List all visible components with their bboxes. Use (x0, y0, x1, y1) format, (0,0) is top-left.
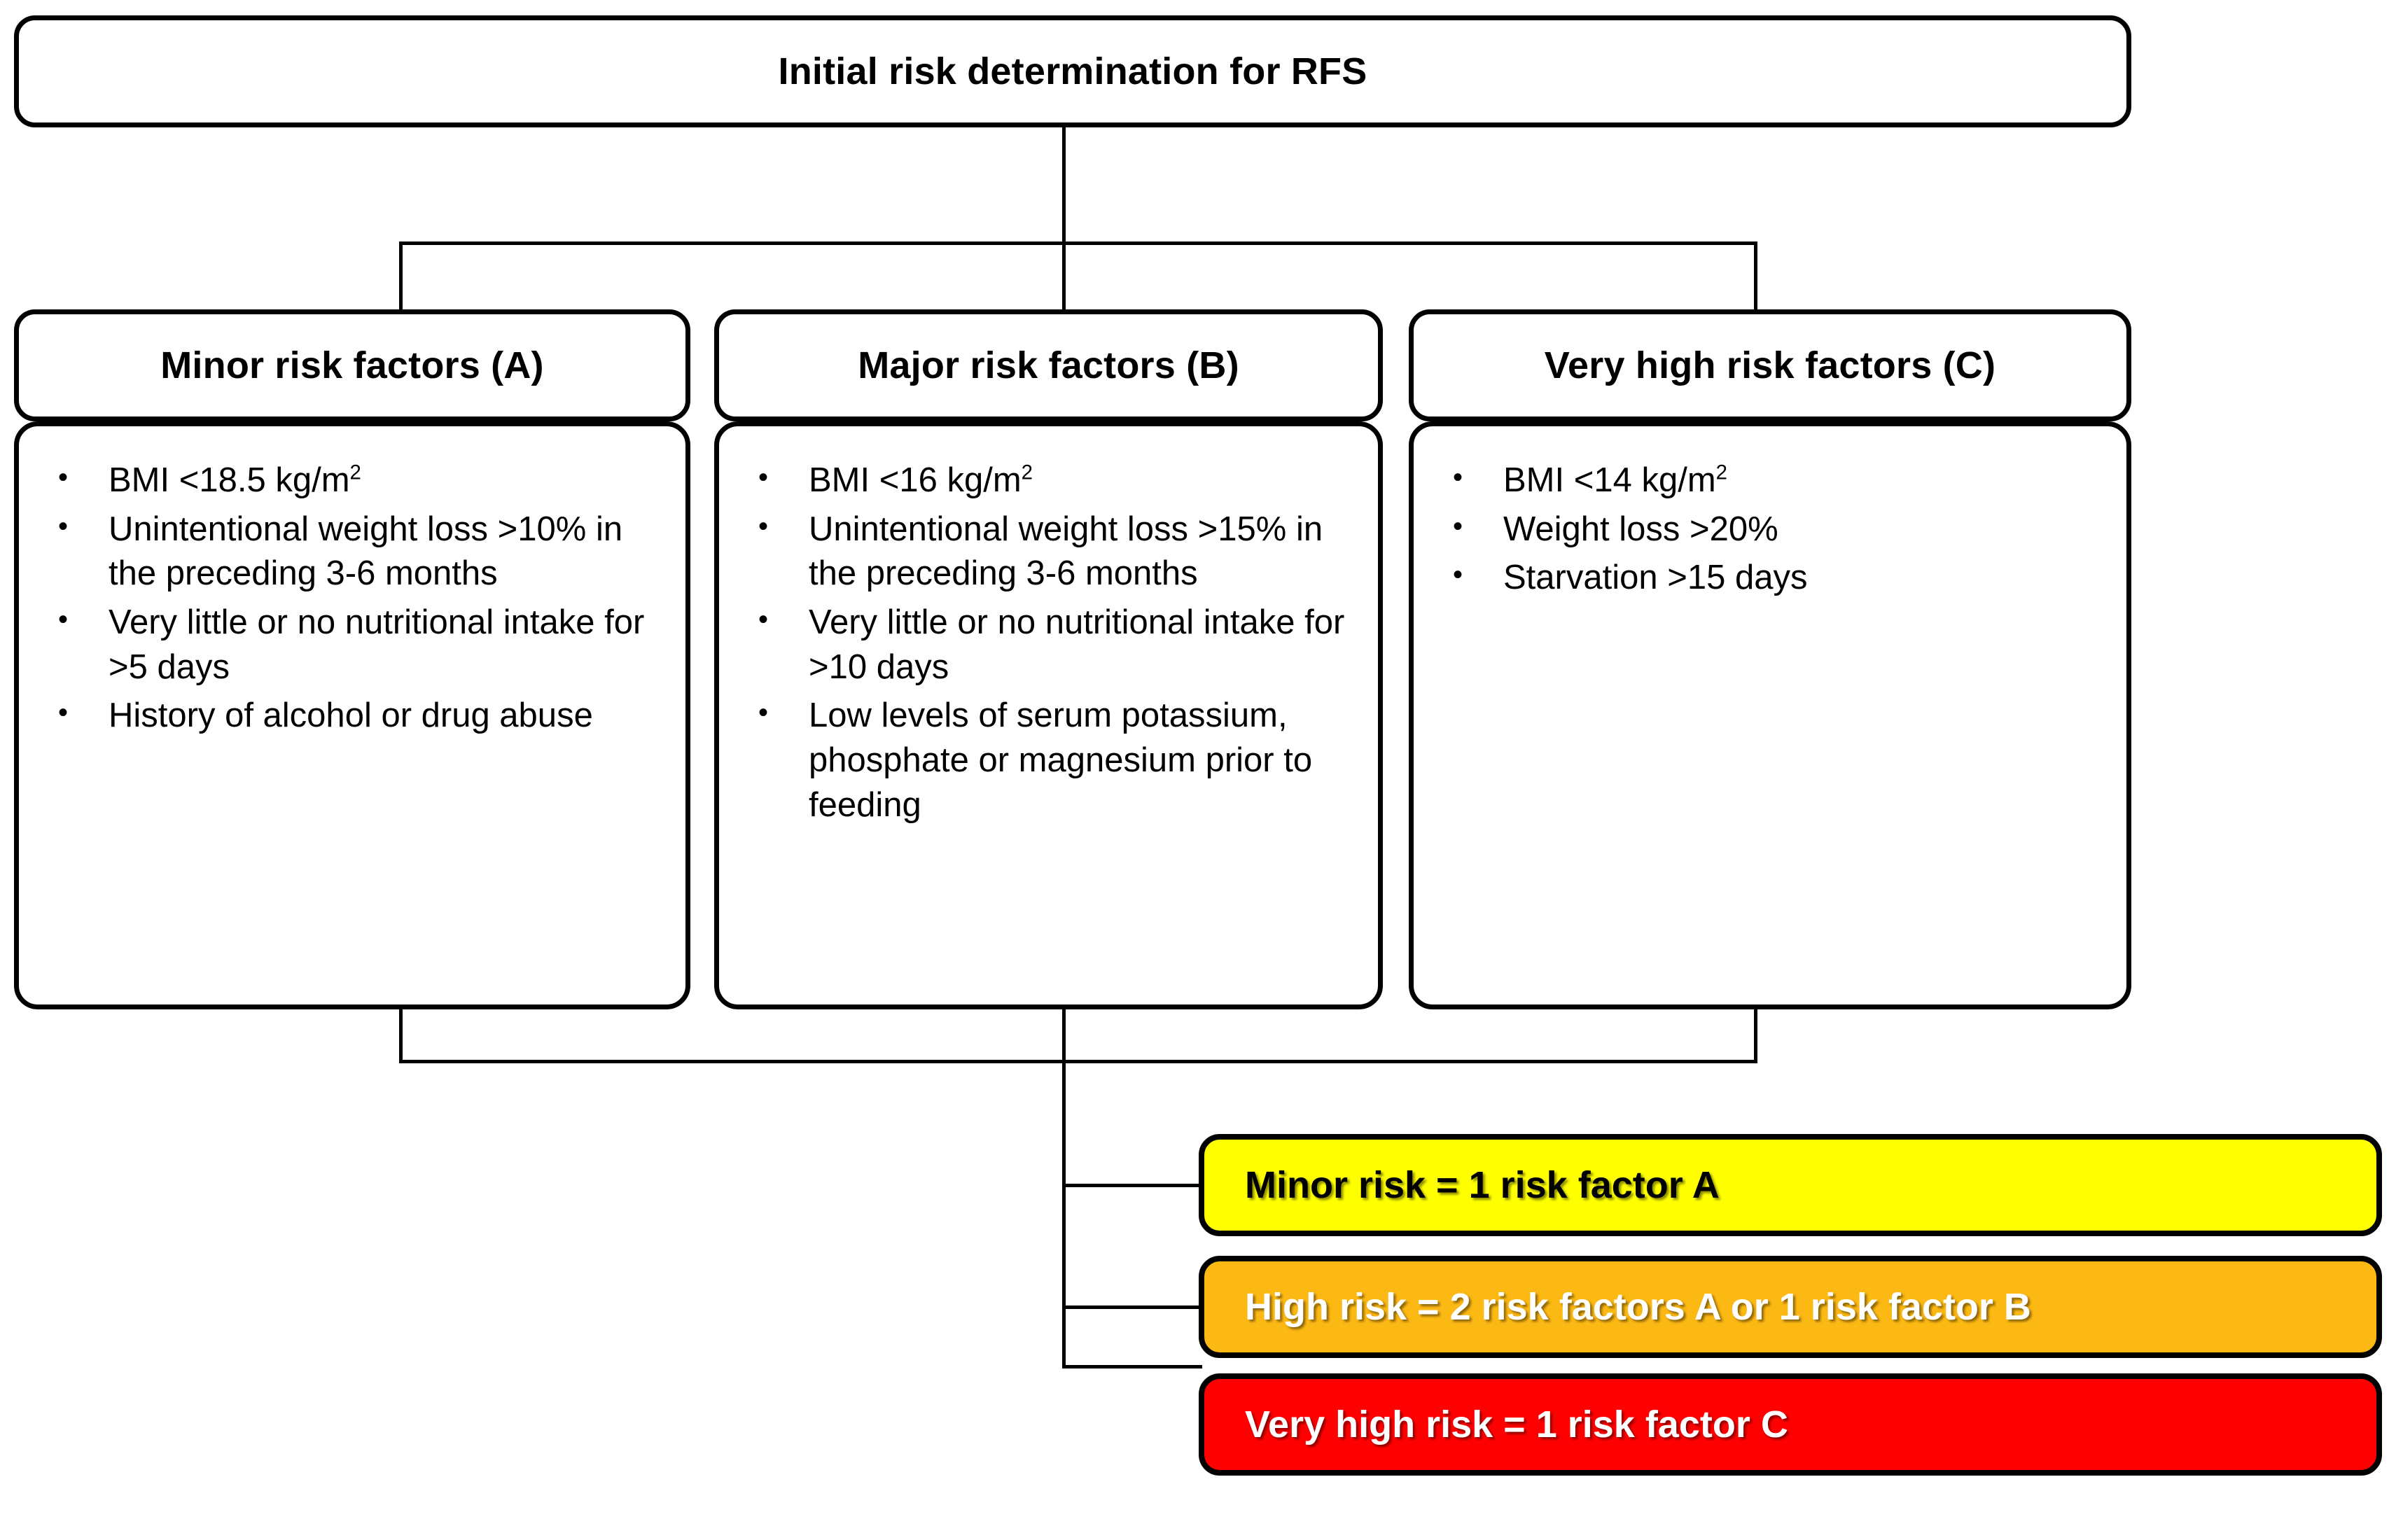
list-item: Starvation >15 days (1443, 554, 2105, 601)
risk-factor-list-c: BMI <14 kg/m2 Weight loss >20% Starvatio… (1443, 457, 2105, 601)
connector-drop-b (1062, 241, 1066, 311)
connector-spur-high (1062, 1306, 1202, 1309)
column-header-minor-risk-factors: Minor risk factors (A) (14, 309, 690, 421)
list-item: Very little or no nutritional intake for… (748, 599, 1357, 690)
connector-spur-minor (1062, 1184, 1202, 1187)
column-header-very-high-risk-factors: Very high risk factors (C) (1409, 309, 2131, 421)
column-body-very-high-risk-factors: BMI <14 kg/m2 Weight loss >20% Starvatio… (1409, 421, 2131, 1009)
result-label: High risk = 2 risk factors A or 1 risk f… (1245, 1286, 2031, 1328)
connector-top-stem (1062, 127, 1066, 243)
risk-factor-list-a: BMI <18.5 kg/m2 Unintentional weight los… (48, 457, 664, 738)
column-body-major-risk-factors: BMI <16 kg/m2 Unintentional weight loss … (714, 421, 1383, 1009)
connector-drop-a (399, 241, 403, 311)
superscript: 2 (1021, 461, 1033, 484)
column-header-label: Minor risk factors (A) (160, 344, 544, 386)
list-item: History of alcohol or drug abuse (48, 692, 664, 738)
list-item: BMI <16 kg/m2 (748, 457, 1357, 503)
list-item: Unintentional weight loss >10% in the pr… (48, 506, 664, 596)
connector-drop-c (1754, 241, 1757, 311)
connector-top-bus (399, 241, 1757, 245)
risk-factor-list-b: BMI <16 kg/m2 Unintentional weight loss … (748, 457, 1357, 828)
column-header-label: Very high risk factors (C) (1544, 344, 1996, 386)
result-label: Minor risk = 1 risk factor A (1245, 1164, 1720, 1206)
column-header-label: Major risk factors (B) (858, 344, 1239, 386)
list-item: BMI <18.5 kg/m2 (48, 457, 664, 503)
connector-spur-veryhigh (1062, 1365, 1202, 1368)
column-header-major-risk-factors: Major risk factors (B) (714, 309, 1383, 421)
list-item: Very little or no nutritional intake for… (48, 599, 664, 690)
result-label: Very high risk = 1 risk factor C (1245, 1404, 1788, 1446)
connector-riser-c (1754, 1009, 1757, 1063)
result-node-minor-risk: Minor risk = 1 risk factor A (1199, 1134, 2382, 1236)
connector-results-stem (1062, 1060, 1066, 1368)
connector-riser-b (1062, 1009, 1066, 1063)
list-item: Low levels of serum potassium, phosphate… (748, 692, 1357, 827)
list-item: BMI <14 kg/m2 (1443, 457, 2105, 503)
connector-bottom-bus (399, 1060, 1757, 1063)
result-node-very-high-risk: Very high risk = 1 risk factor C (1199, 1373, 2382, 1476)
list-item: Unintentional weight loss >15% in the pr… (748, 506, 1357, 596)
list-item: Weight loss >20% (1443, 506, 2105, 552)
superscript: 2 (349, 461, 361, 484)
node-initial-risk-determination: Initial risk determination for RFS (14, 15, 2131, 127)
superscript: 2 (1715, 461, 1728, 484)
column-body-minor-risk-factors: BMI <18.5 kg/m2 Unintentional weight los… (14, 421, 690, 1009)
result-node-high-risk: High risk = 2 risk factors A or 1 risk f… (1199, 1256, 2382, 1358)
node-title: Initial risk determination for RFS (778, 50, 1367, 92)
connector-riser-a (399, 1009, 403, 1063)
